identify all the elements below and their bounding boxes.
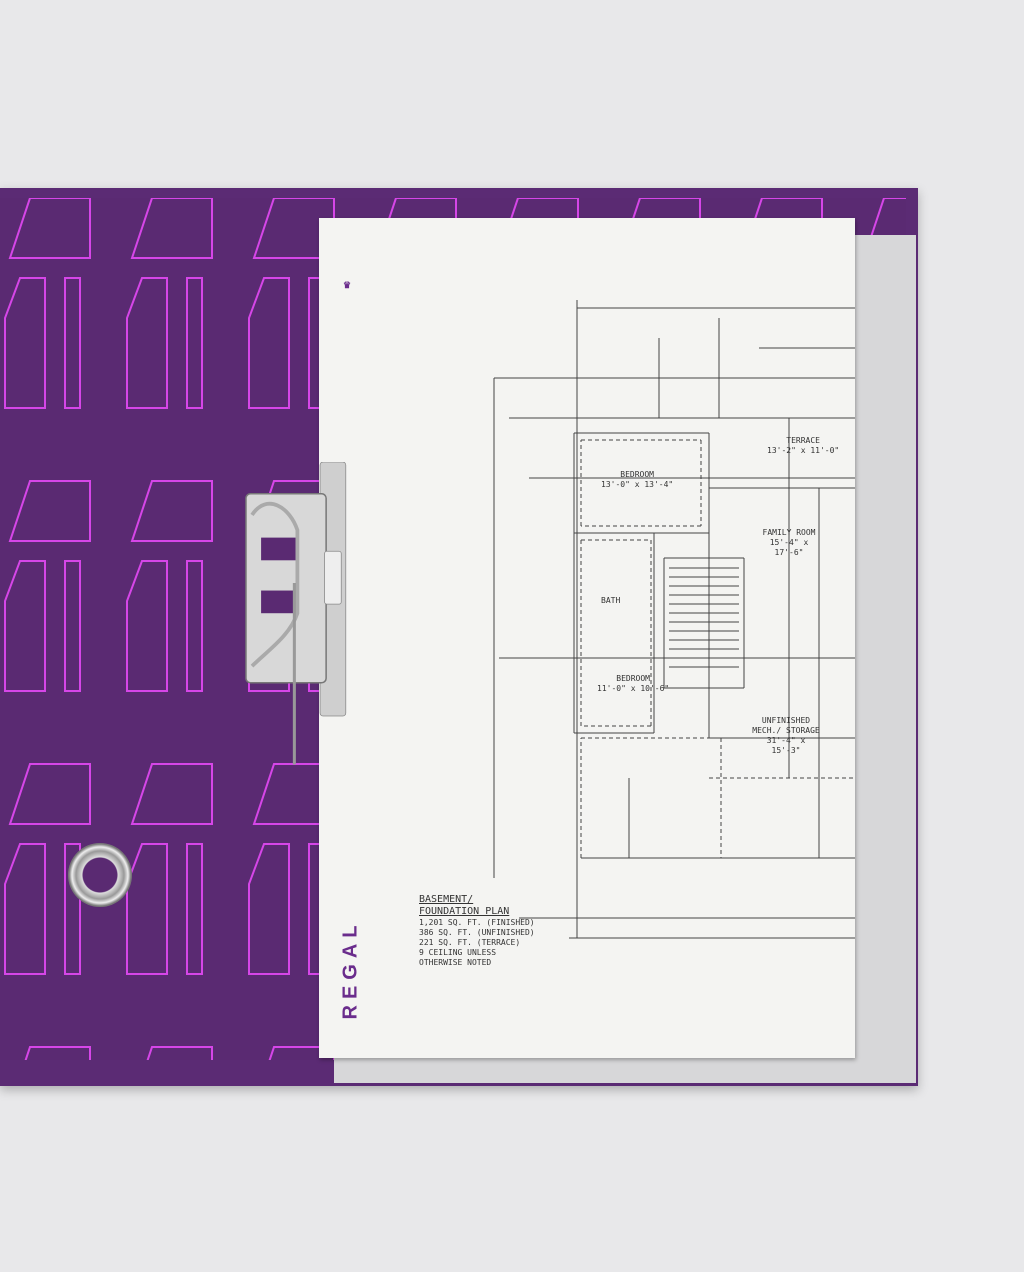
- crown-icon: ♛: [343, 280, 352, 290]
- pattern-shape: [248, 843, 290, 975]
- pattern-shape: [146, 1046, 213, 1060]
- plan-note: 1,201 SQ. FT. (FINISHED): [419, 918, 535, 927]
- room-name: UNFINISHED MECH./ STORAGE: [752, 716, 820, 735]
- brand-wordmark: REGAL: [331, 918, 371, 1028]
- room-size: 13'-0" x 13'-4": [601, 480, 674, 489]
- plan-note: 386 SQ. FT. (UNFINISHED): [419, 928, 535, 937]
- pattern-shape: [126, 560, 168, 692]
- pattern-shape: [4, 277, 46, 409]
- pattern-shape: [126, 277, 168, 409]
- pattern-shape: [186, 277, 203, 409]
- pattern-shape: [268, 1046, 335, 1060]
- room-size: 11'-0" x 10'-6": [597, 684, 670, 693]
- binder-ring-eyelet: [68, 843, 132, 907]
- floor-plan-drawing: [493, 300, 855, 939]
- room-name: BEDROOM: [616, 674, 650, 683]
- pattern-shape: [24, 1046, 91, 1060]
- pattern-shape: [186, 843, 203, 975]
- pattern-shape: [130, 763, 213, 825]
- pattern-shape: [126, 843, 168, 975]
- room-size: 31'-4" x 15'-3": [766, 736, 806, 755]
- pattern-shape: [130, 480, 213, 542]
- plan-title: BASEMENT/: [419, 894, 474, 905]
- pattern-shape: [4, 560, 46, 692]
- room-name: FAMILY ROOM: [762, 528, 816, 537]
- room-size: 15'-4" x 17'-6": [769, 538, 809, 557]
- pattern-shape: [8, 763, 91, 825]
- pattern-shape: [248, 277, 290, 409]
- room-name: TERRACE: [786, 436, 820, 445]
- brand-name: REGAL: [339, 919, 362, 1020]
- pattern-shape: [8, 480, 91, 542]
- plan-note: OTHERWISE NOTED: [419, 958, 492, 967]
- pattern-shape: [64, 560, 81, 692]
- pattern-shape: [4, 843, 46, 975]
- pattern-shape: [64, 277, 81, 409]
- plan-note: 221 SQ. FT. (TERRACE): [419, 938, 521, 947]
- pattern-shape: [8, 198, 91, 259]
- plan-note: 9 CEILING UNLESS: [419, 948, 497, 957]
- pattern-shape: [64, 843, 81, 975]
- pattern-shape: [186, 560, 203, 692]
- lever-arch-mechanism[interactable]: [228, 462, 363, 772]
- room-name: BATH: [601, 596, 621, 605]
- plan-title-block: BASEMENT/ FOUNDATION PLAN 1,201 SQ. FT. …: [419, 894, 535, 968]
- room-name: BEDROOM: [620, 470, 654, 479]
- room-label: BATH: [601, 596, 620, 606]
- room-size: 13'-2" x 11'-0": [767, 446, 840, 455]
- plan-title: FOUNDATION PLAN: [419, 906, 510, 917]
- pattern-shape: [130, 198, 213, 259]
